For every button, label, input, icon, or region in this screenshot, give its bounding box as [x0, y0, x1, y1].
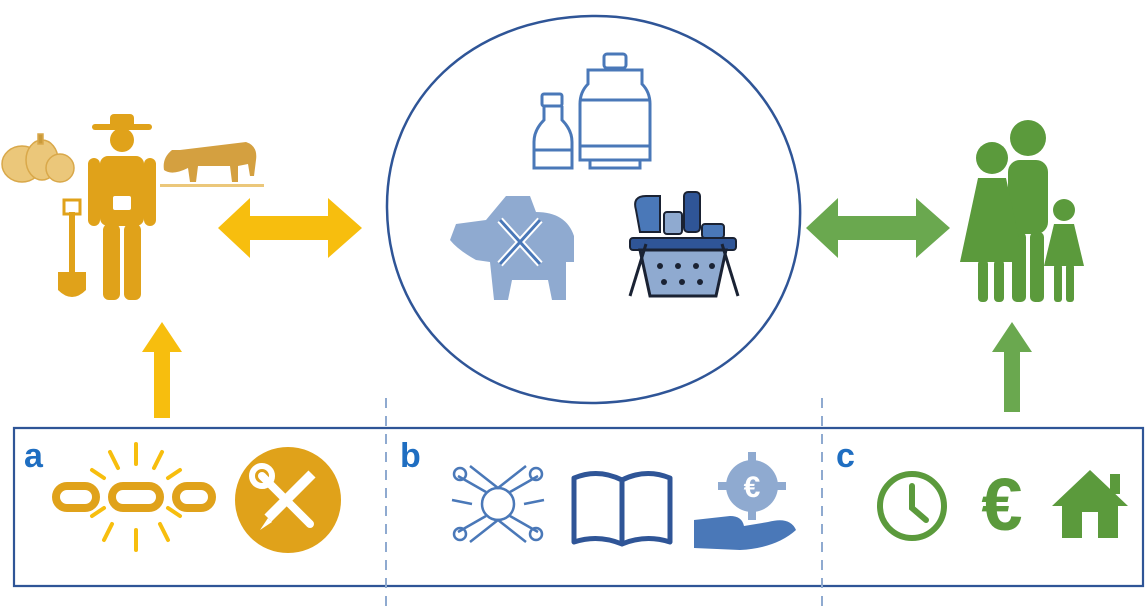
svg-text:€: € [744, 471, 761, 504]
shopping-basket-icon [628, 191, 740, 298]
euro-icon: € [981, 463, 1022, 546]
family-icon [960, 120, 1084, 302]
right-up-arrow [992, 322, 1032, 412]
handshake-circle-icon [451, 465, 545, 543]
shovel-icon [58, 198, 86, 297]
panel-a-label: a [24, 437, 44, 475]
milk-jug-icon [578, 52, 652, 170]
bottom-panel-frame [12, 425, 1145, 588]
cow-icon [160, 142, 264, 187]
panel-b-label: b [400, 437, 421, 475]
left-up-arrow [142, 322, 182, 418]
open-book-icon [571, 471, 673, 547]
broken-chain-icon [52, 442, 216, 552]
wrench-pencil-icon [235, 447, 341, 553]
svg-text:€: € [981, 463, 1022, 546]
central-circle [385, 14, 802, 405]
panel-c-label: c [836, 437, 855, 475]
clock-icon [877, 471, 947, 541]
milk-bottle-icon [532, 92, 574, 170]
farmer-icon [88, 114, 156, 300]
pumpkins-icon [1, 133, 75, 183]
euro-hand-icon: € [694, 452, 796, 550]
cow-butcher-icon [450, 196, 574, 300]
left-double-arrow [218, 198, 362, 258]
right-double-arrow [806, 198, 950, 258]
house-icon [1052, 470, 1128, 538]
